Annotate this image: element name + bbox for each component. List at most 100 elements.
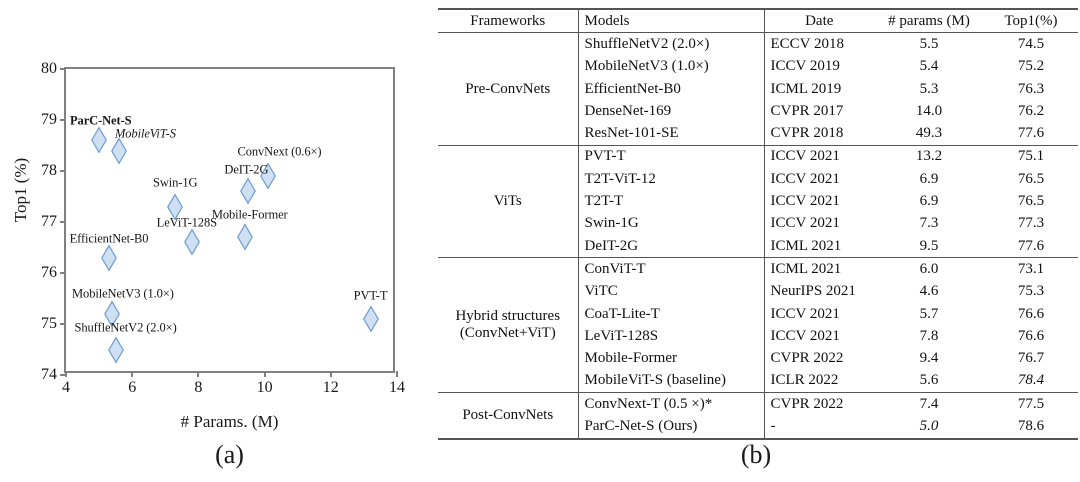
header-top1: Top1(%): [984, 8, 1078, 33]
table-header-row: Frameworks Models Date # params (M) Top1…: [438, 8, 1078, 33]
table-cell-date: -: [764, 415, 874, 440]
table-cell-model: Swin-1G: [578, 212, 765, 235]
data-point-marker: [104, 300, 121, 328]
table-cell-top1: 76.3: [1017, 80, 1045, 97]
data-point-marker: [101, 244, 118, 272]
table-cell-date: CVPR 2017: [770, 102, 844, 119]
data-point-label: EfficientNet-B0: [69, 231, 149, 246]
table-cell-date: ICLR 2022: [770, 372, 839, 389]
table-cell-top1: 76.5: [1017, 170, 1045, 187]
data-point-marker: [107, 335, 124, 364]
caption-panel-b: (b): [740, 440, 772, 469]
data-point-label: Swin-1G: [152, 175, 198, 190]
table-cell-model: ConViT-T: [578, 257, 765, 281]
table-cell-params: 7.4: [874, 392, 984, 416]
x-tick-label: 12: [323, 371, 339, 396]
y-tick-label: 80: [41, 61, 66, 77]
header-params: # params (M): [874, 8, 984, 33]
y-tick-label: 74: [41, 367, 66, 383]
y-tick-label: 79: [41, 112, 66, 128]
table-cell-date: CVPR 2018: [770, 125, 844, 142]
table-group-label-line2: (ConvNet+ViT): [459, 325, 556, 342]
table-row: CoaT-Lite-T ICCV 2021 5.7 76.6: [438, 302, 1078, 326]
data-point-marker: [91, 126, 108, 154]
comparison-table: Frameworks Models Date # params (M) Top1…: [438, 8, 1078, 440]
table-cell-top1: 76.5: [1017, 193, 1045, 210]
table-cell-date: ICML 2019: [770, 80, 842, 97]
table-cell-top1: 76.6: [1017, 305, 1045, 322]
table-cell-top1: 74.5: [984, 32, 1078, 56]
data-point-marker: [240, 177, 257, 205]
table-cell-top1: 77.6: [1017, 237, 1045, 254]
data-point-marker: [259, 162, 276, 190]
y-axis-title: Top1 (%): [11, 157, 30, 223]
table-cell-model: T2T-ViT-12: [578, 168, 765, 191]
table-cell-top1: 78.6: [984, 415, 1078, 440]
x-axis-title: # Params. (M): [180, 412, 279, 431]
table-cell-date: CVPR 2022: [770, 350, 844, 367]
table-cell-date: ICCV 2021: [770, 305, 840, 322]
table-group-label: ViTs: [438, 144, 579, 258]
y-tick-label: 77: [41, 214, 66, 230]
x-tick-label: 10: [257, 371, 273, 396]
data-point-marker: [362, 305, 379, 333]
table-cell-date: ICCV 2021: [770, 170, 840, 187]
table-cell-top1: 75.3: [1017, 283, 1045, 300]
data-point-label: MobileNetV3 (1.0×): [72, 286, 174, 301]
table-cell-params: 5.0: [874, 415, 984, 440]
table-cell-model: CoaT-Lite-T: [578, 302, 765, 326]
data-point-label: ShuffleNetV2 (2.0×): [74, 320, 177, 335]
table-cell-model: ViTC: [578, 280, 765, 303]
header-date: Date: [764, 8, 874, 33]
data-point-label: LeViT-128S: [156, 215, 217, 230]
x-tick-label: 4: [62, 371, 70, 396]
table-cell-params: 7.8: [919, 327, 939, 344]
data-point-marker: [236, 223, 253, 251]
table-cell-top1: 77.6: [1017, 125, 1045, 142]
data-point-label: PVT-T: [353, 288, 388, 303]
table-cell-params: 5.3: [919, 80, 939, 97]
table-cell-params: 4.6: [919, 283, 939, 300]
table-cell-top1: 76.7: [1017, 350, 1045, 367]
x-tick-label: 6: [128, 371, 136, 396]
table-cell-params: 13.2: [874, 144, 984, 169]
table-cell-params: 6.0: [874, 257, 984, 281]
table-cell-params: 7.3: [919, 215, 939, 232]
table-cell-date: ICCV 2021: [764, 144, 874, 169]
table-cell-top1: 76.6: [1017, 327, 1045, 344]
table-cell-model: DenseNet-169: [578, 100, 765, 123]
table-cell-model: LeViT-128S: [578, 325, 765, 348]
table-cell-params: 5.7: [919, 305, 939, 322]
table-cell-params: 9.5: [919, 237, 939, 254]
table-cell-top1: 78.4: [1017, 372, 1045, 389]
table-group-label: Post-ConvNets: [438, 392, 579, 440]
y-tick-label: 75: [41, 316, 66, 332]
table-cell-model: EfficientNet-B0: [578, 77, 765, 101]
table-group-label: Hybrid structures(ConvNet+ViT): [438, 257, 579, 393]
table-cell-params: 9.4: [919, 350, 939, 367]
data-point-marker: [110, 137, 127, 165]
x-tick-label: 8: [194, 371, 202, 396]
table-cell-model: Mobile-Former: [578, 347, 765, 370]
table-cell-model: ShuffleNetV2 (2.0×): [578, 32, 765, 56]
table-cell-top1: 75.1: [984, 144, 1078, 169]
table-cell-date: NeurIPS 2021: [770, 283, 856, 300]
table-cell-params: 14.0: [915, 102, 943, 119]
table-cell-params: 6.9: [919, 193, 939, 210]
caption-panel-a: (a): [215, 440, 244, 469]
table-row: Mobile-Former CVPR 2022 9.4 76.7: [438, 347, 1078, 370]
table-cell-top1: 77.5: [984, 392, 1078, 416]
table-cell-date: ICCV 2021: [770, 215, 840, 232]
